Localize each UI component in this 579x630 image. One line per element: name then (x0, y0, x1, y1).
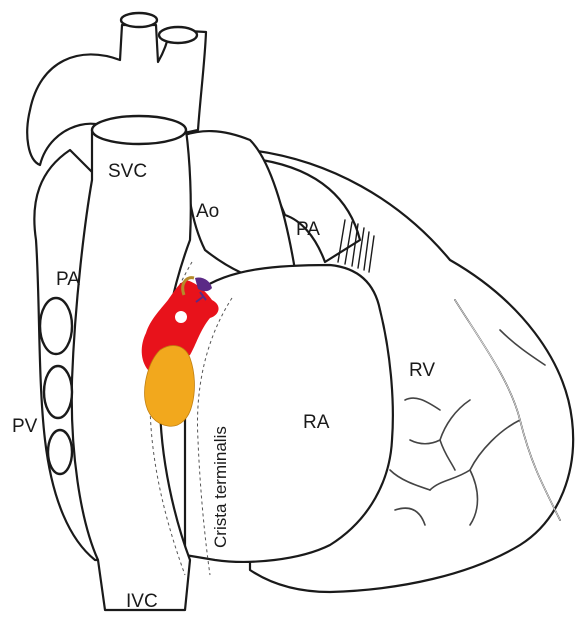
svc-opening (92, 116, 186, 144)
label-pa-left: PA (56, 269, 80, 290)
carotid-opening (159, 27, 197, 43)
pv-ring-1 (40, 298, 72, 354)
label-pv: PV (12, 416, 38, 437)
label-ivc: IVC (126, 591, 158, 612)
label-svc: SVC (108, 161, 147, 182)
label-rv: RV (409, 360, 435, 381)
label-ra: RA (303, 412, 330, 433)
ablation-site-dot (175, 311, 187, 323)
pv-ring-3 (48, 430, 72, 474)
brachiocephalic-opening (121, 13, 157, 27)
label-pa-top: PA (296, 219, 320, 240)
label-ao: Ao (196, 201, 219, 222)
pv-ring-2 (44, 366, 72, 418)
label-crista-terminalis: Crista terminalis (211, 426, 230, 548)
